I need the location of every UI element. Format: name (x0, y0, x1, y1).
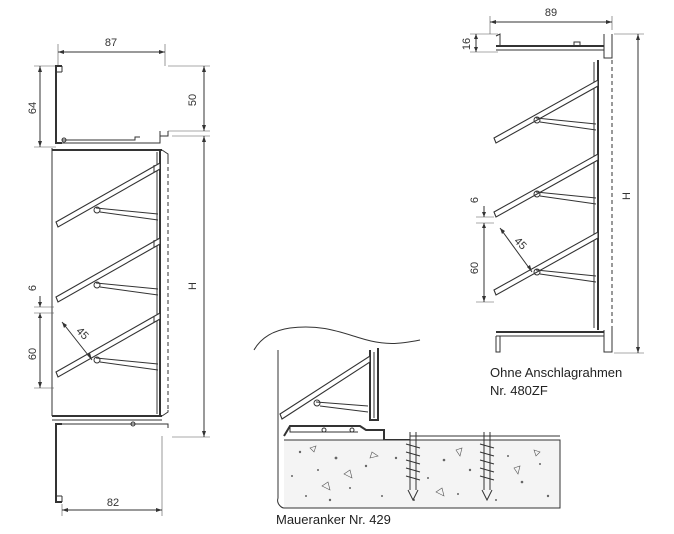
right-angle-label: 45 (512, 235, 529, 252)
right-overall-height-dimension: H (614, 33, 644, 354)
right-main-frame (495, 33, 613, 353)
break-line (253, 326, 421, 351)
left-main-frame (51, 148, 169, 421)
right-caption-line2: Nr. 480ZF (490, 383, 548, 398)
right-pitch-label: 60 (469, 262, 481, 274)
dowel-1 (405, 432, 421, 502)
left-bottom-width-label: 82 (107, 497, 119, 509)
right-top-height-dimension: 16 (461, 33, 498, 53)
left-frame-height-label: 50 (187, 94, 199, 106)
right-gap-label: 6 (469, 197, 481, 203)
right-diagram: 89 16 H (461, 7, 644, 398)
left-upper-frame (55, 65, 169, 144)
left-bottom-width-dimension: 82 (61, 436, 163, 516)
anchor-caption: Maueranker Nr. 429 (276, 512, 391, 527)
left-top-width-dimension: 87 (57, 37, 166, 66)
left-pitch-label: 60 (27, 348, 39, 360)
left-lower-frame (55, 421, 169, 503)
right-caption-line1: Ohne Anschlagrahmen (490, 365, 622, 380)
left-overall-height-dimension: H (172, 135, 210, 438)
concrete-slab (277, 428, 561, 509)
left-top-height-dimension: 64 (27, 65, 56, 148)
dowel-2 (479, 432, 495, 502)
right-slats (493, 79, 599, 296)
left-slats (55, 162, 161, 378)
right-top-width-label: 89 (545, 7, 557, 19)
left-diagram: 87 64 50 H (27, 37, 210, 516)
right-overall-height-label: H (621, 192, 633, 200)
right-top-width-dimension: 89 (489, 7, 613, 34)
anchor-detail: Maueranker Nr. 429 (253, 326, 561, 527)
left-top-height-label: 64 (27, 102, 39, 114)
left-overall-height-label: H (187, 282, 199, 290)
left-frame-height-dimension: 50 (168, 65, 210, 132)
right-top-height-label: 16 (461, 38, 473, 50)
left-top-width-label: 87 (105, 37, 117, 49)
left-gap-label: 6 (27, 285, 39, 291)
